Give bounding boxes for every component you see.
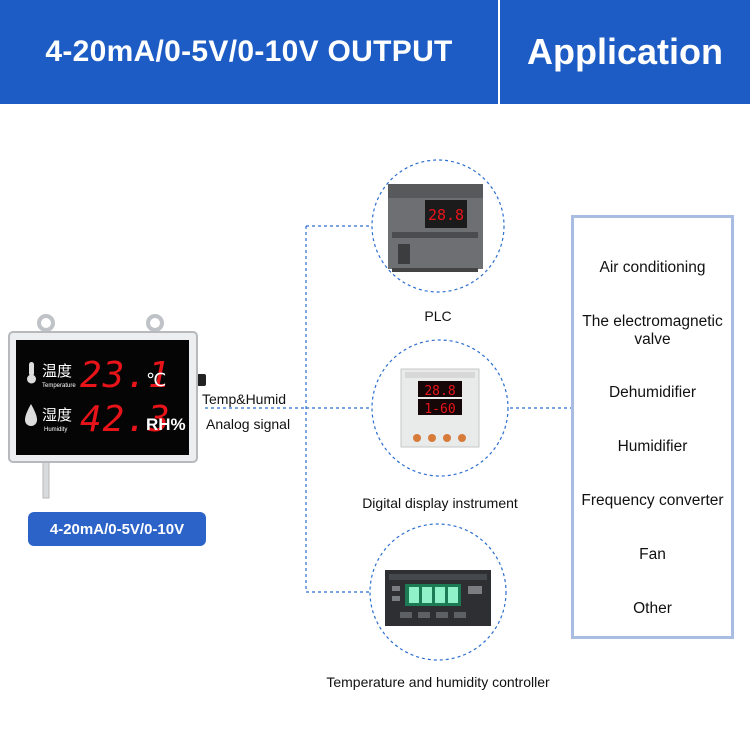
connector-lines <box>205 225 571 593</box>
application-item: Dehumidifier <box>608 384 696 401</box>
hanging-ring-left <box>37 314 55 332</box>
temp-value: 23.1 <box>80 355 171 396</box>
output-title: 4-20mA/0-5V/0-10V OUTPUT <box>45 35 453 68</box>
instrument-display-bottom: 1-60 <box>424 402 455 417</box>
th-controller-node <box>369 523 507 661</box>
temp-unit: ℃ <box>146 370 166 391</box>
application-item: Frequency converter <box>581 492 724 509</box>
digital-instrument-node: 28.8 1-60 <box>371 339 509 477</box>
banner-divider <box>498 0 500 104</box>
application-title: Application <box>527 31 723 72</box>
droplet-icon <box>25 404 37 426</box>
instrument-display-top: 28.8 <box>424 384 455 399</box>
signal-label-line1: Temp&Humid <box>202 391 287 407</box>
humid-label-cn: 湿度 <box>42 406 72 424</box>
header-banner: 4-20mA/0-5V/0-10V OUTPUT Application <box>0 0 750 104</box>
application-item: The electromagnetic valve <box>582 313 723 348</box>
signal-label-line2: Analog signal <box>206 416 291 432</box>
output-badge: 4-20mA/0-5V/0-10V <box>28 512 206 546</box>
humid-label-en: Humidity <box>44 427 67 433</box>
digital-instrument-label: Digital display instrument <box>362 495 518 511</box>
application-item: Humidifier <box>617 438 688 455</box>
humid-value: 42.3 <box>80 399 171 440</box>
th-controller-label: Temperature and humidity controller <box>326 674 550 690</box>
temp-label-cn: 温度 <box>42 362 72 380</box>
plc-icon: 28.8 <box>388 184 483 272</box>
controller-icon <box>385 570 491 626</box>
plc-label: PLC <box>424 308 452 324</box>
thermometer-icon <box>27 362 36 384</box>
application-list: Air conditioning The electromagnetic val… <box>571 215 734 639</box>
device-screen <box>16 340 189 455</box>
application-item: Fan <box>639 546 666 563</box>
th-display-device: 温度 Temperature 23.1 ℃ 湿度 Humidity 42.3 R… <box>8 314 206 499</box>
application-item: Air conditioning <box>599 259 706 276</box>
humid-unit: RH% <box>146 415 186 434</box>
plc-node: 28.8 <box>371 159 505 293</box>
application-item: Other <box>633 600 672 617</box>
plc-display: 28.8 <box>428 206 464 224</box>
hanging-ring-right <box>146 314 164 332</box>
probe-cable <box>42 461 50 499</box>
application-diagram: 温度 Temperature 23.1 ℃ 湿度 Humidity 42.3 R… <box>8 159 571 661</box>
instrument-icon: 28.8 1-60 <box>400 368 480 448</box>
temp-label-en: Temperature <box>42 383 76 389</box>
